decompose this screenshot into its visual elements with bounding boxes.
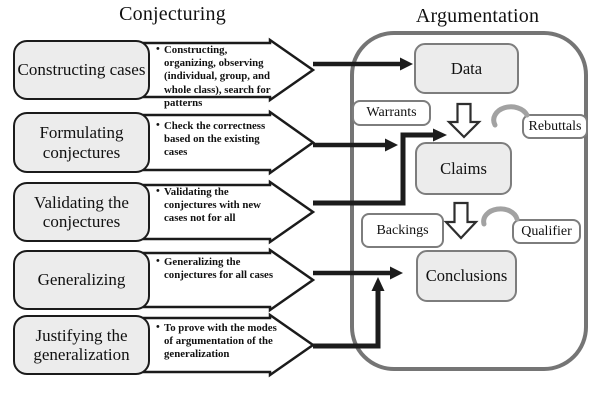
node-data: Data: [414, 43, 519, 94]
right-arrowhead-icon: [400, 57, 413, 71]
node-claims: Claims: [415, 142, 512, 195]
node-backings: Backings: [361, 213, 444, 248]
node-label: Rebuttals: [528, 118, 582, 134]
right-arrowhead-icon: [433, 128, 447, 142]
validating-to-claims-connector: [313, 132, 434, 206]
claims-to-conclusions-down-arrow-icon: [443, 201, 479, 240]
stage-label: Formulating conjectures: [39, 123, 124, 162]
node-conclusions: Conclusions: [416, 250, 517, 302]
up-arrowhead-icon: [371, 277, 385, 291]
stage-box-constructing-cases: Constructing cases: [13, 40, 150, 100]
right-arrowhead-icon: [390, 266, 403, 280]
node-label: Backings: [376, 222, 429, 238]
node-label: Conclusions: [425, 266, 508, 285]
stage-note-5: To prove with the modes of argumentation…: [156, 321, 277, 362]
node-label: Data: [450, 58, 483, 78]
stage-box-generalizing: Generalizing: [13, 250, 150, 310]
justifying-up-connector: [313, 291, 381, 349]
stage-label: Generalizing: [37, 270, 126, 290]
stage-box-formulating-conjectures: Formulating conjectures: [13, 112, 150, 173]
conjecturing-header: Conjecturing: [119, 3, 226, 25]
node-label: Warrants: [366, 105, 417, 120]
node-warrants: Warrants: [352, 100, 431, 126]
node-label: Claims: [440, 158, 487, 178]
stage-box-validating-conjectures: Validating the conjectures: [13, 182, 150, 242]
stage-label: Constructing cases: [17, 60, 146, 80]
argumentation-header: Argumentation: [415, 5, 540, 27]
node-rebuttals: Rebuttals: [522, 114, 588, 139]
stage-note-3: Validating the conjectures with new case…: [156, 185, 277, 226]
data-to-claims-down-arrow-icon: [446, 102, 482, 139]
stage-box-justifying-generalization: Justifying the generalization: [13, 315, 150, 375]
node-label: Qualifier: [521, 223, 572, 239]
node-qualifier: Qualifier: [512, 219, 581, 244]
rebuttals-curved-arrow-icon: [491, 104, 530, 128]
stage-note-2: Check the correctness based on the exist…: [156, 119, 277, 160]
stage-note-1: Constructing, organizing, observing (ind…: [156, 43, 277, 110]
stage-label: Justifying the generalization: [33, 325, 130, 364]
right-arrowhead-icon: [385, 138, 398, 152]
stage-note-4: Generalizing the conjectures for all cas…: [156, 255, 277, 282]
qualifier-curved-arrow-icon: [481, 206, 520, 227]
stage-label: Validating the conjectures: [34, 192, 129, 231]
